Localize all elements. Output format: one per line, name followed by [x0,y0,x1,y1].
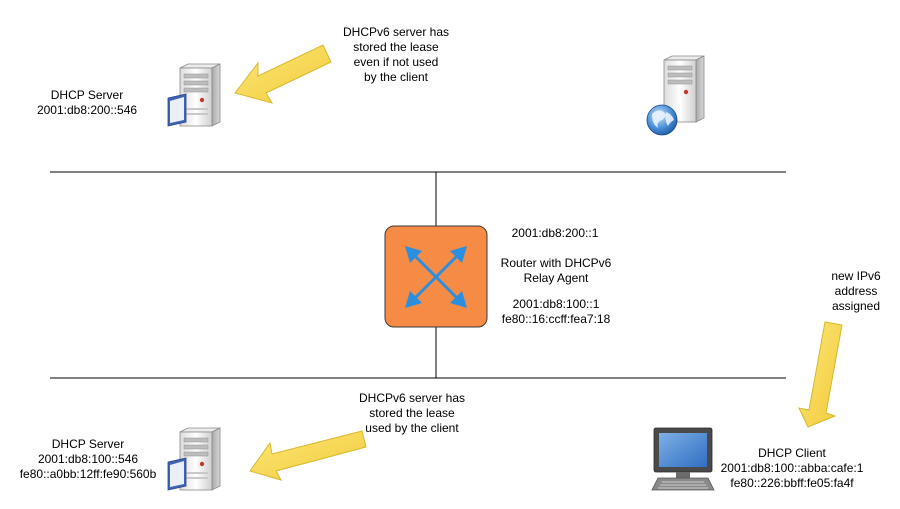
client-assigned-arrow [798,321,843,428]
note-line: stored the lease [369,406,455,420]
client-address: 2001:db8:100::abba:cafe:1 [720,461,864,475]
bottom-lease-arrow [249,430,367,481]
top-server-label: DHCP Server 2001:db8:200::546 [37,88,137,118]
router-title: Router with DHCPv6 Relay Agent [500,256,612,285]
top-lease-note: DHCPv6 server has stored the lease even … [343,25,449,85]
client-assigned-note: new IPv6 address assigned [831,269,881,313]
server-name: DHCP Server [50,88,124,102]
server-with-book-icon [167,63,221,127]
desktop-computer-icon [651,427,715,491]
router-upper-address: 2001:db8:200::1 [511,226,599,240]
server-name: DHCP Server [51,437,125,451]
server-address: 2001:db8:100::546 [37,452,139,466]
web-server-icon [646,55,705,136]
router-lower-addresses: 2001:db8:100::1 fe80::16:ccff:fea7:18 [501,297,611,326]
note-line: DHCPv6 server has [342,25,450,39]
bottom-lease-note: DHCPv6 server has stored the lease used … [359,391,465,436]
note-line: DHCPv6 server has [358,391,466,405]
server-link-local: fe80::a0bb:12ff:fe90:560b [19,467,157,481]
note-line: even if not used [353,55,439,69]
client-link-local: fe80::226:bbff:fe05:fa4f [730,476,854,490]
router-icon [384,225,488,328]
note-line: used by the client [365,421,459,435]
server-address: 2001:db8:200::546 [36,103,138,117]
note-line: by the client [363,70,429,84]
server-with-book-icon [167,427,221,491]
note-line: stored the lease [353,40,439,54]
client-label: DHCP Client 2001:db8:100::abba:cafe:1 fe… [721,446,864,491]
top-lease-arrow [234,44,332,104]
client-name: DHCP Client [758,446,826,460]
bottom-server-label: DHCP Server 2001:db8:100::546 fe80::a0bb… [20,437,157,482]
